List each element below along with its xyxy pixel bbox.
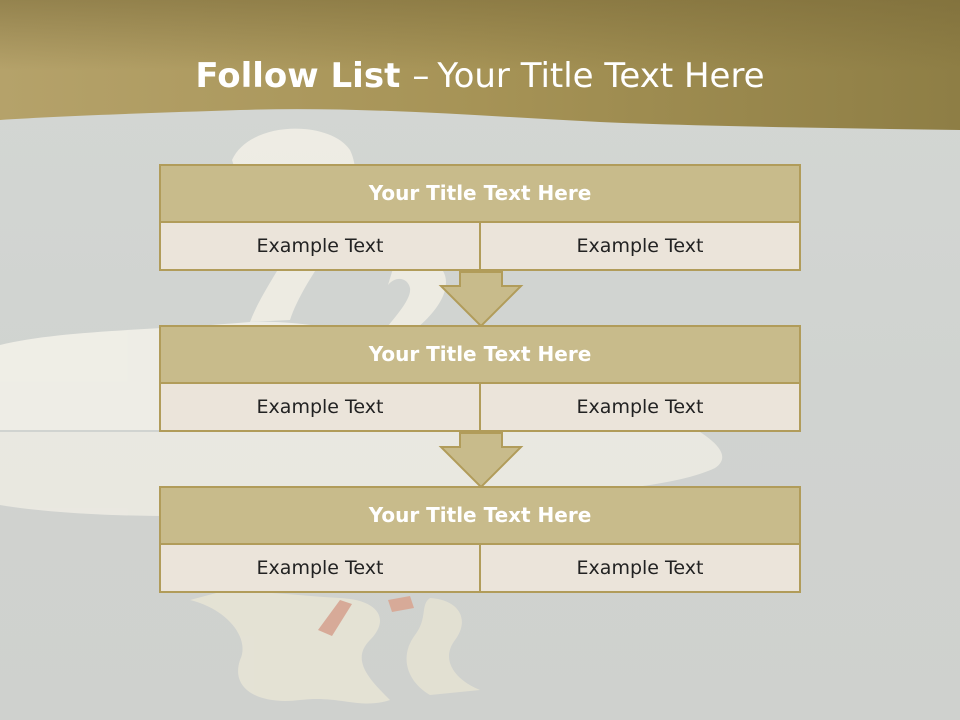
- title-bold-text: Follow List: [195, 56, 401, 96]
- down-arrow-icon: [438, 432, 524, 489]
- block-cell-left: Example Text: [159, 221, 481, 271]
- title-rest-text: Your Title Text Here: [437, 56, 765, 96]
- block-title: Your Title Text Here: [159, 164, 801, 223]
- block-title: Your Title Text Here: [159, 325, 801, 384]
- block-title: Your Title Text Here: [159, 486, 801, 545]
- block-cell-right: Example Text: [479, 543, 801, 593]
- block-cell-left: Example Text: [159, 543, 481, 593]
- block-cell-right: Example Text: [479, 382, 801, 432]
- title-separator: –: [412, 56, 430, 96]
- block-cell-left: Example Text: [159, 382, 481, 432]
- down-arrow-icon: [438, 271, 524, 328]
- slide-title: Follow List–Your Title Text Here: [0, 54, 960, 98]
- block-cell-right: Example Text: [479, 221, 801, 271]
